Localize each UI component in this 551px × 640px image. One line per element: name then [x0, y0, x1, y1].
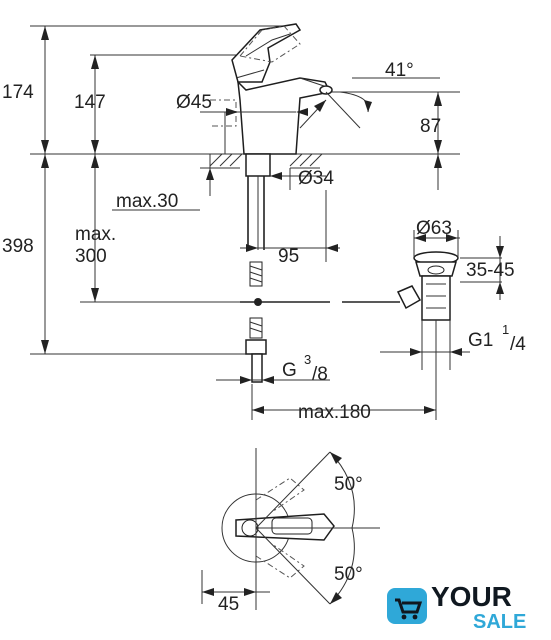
dim-max-value: 300 [75, 246, 107, 267]
dim-max-reach: max.180 [298, 402, 371, 423]
logo-word-top: YOUR [431, 581, 512, 612]
dim-thread-supply: G [282, 360, 297, 381]
dim-lever-diameter: Ø45 [176, 92, 212, 113]
dim-overall-height: 174 [2, 82, 34, 103]
dim-thread-supply-num: 3 [304, 352, 311, 367]
dim-spout-outlet-height: 87 [420, 116, 441, 137]
dim-lever-angle-bottom: 50° [334, 564, 363, 585]
dim-waste-range: 35-45 [466, 260, 515, 281]
your-sale-logo: YOUR SALE [387, 581, 526, 632]
dim-thread-waste-num: 1 [502, 322, 509, 337]
dim-thread-supply-den: /8 [312, 364, 328, 385]
dim-max-thickness: max.30 [116, 191, 178, 212]
dim-lever-offset: 45 [218, 594, 239, 615]
dim-spout-height: 147 [74, 92, 106, 113]
shopping-cart-icon [387, 588, 427, 624]
dim-total-height: 398 [2, 236, 34, 257]
dim-projection: 95 [278, 246, 299, 267]
dim-thread-waste: G1 [468, 330, 493, 351]
faucet-top-view [221, 448, 380, 610]
logo-word-bottom: SALE [473, 611, 526, 632]
dim-waste-diameter: Ø63 [416, 218, 452, 239]
dim-base-diameter: Ø34 [298, 168, 334, 189]
waste-fitting [396, 251, 459, 321]
deck-hatch [200, 153, 323, 169]
dim-spout-angle: 41° [385, 60, 414, 81]
faucet-body [210, 23, 333, 155]
dim-max-label: max. [75, 224, 116, 245]
braided-hose [245, 261, 267, 383]
dim-thread-waste-den: /4 [510, 334, 526, 355]
dim-lever-angle-top: 50° [334, 474, 363, 495]
